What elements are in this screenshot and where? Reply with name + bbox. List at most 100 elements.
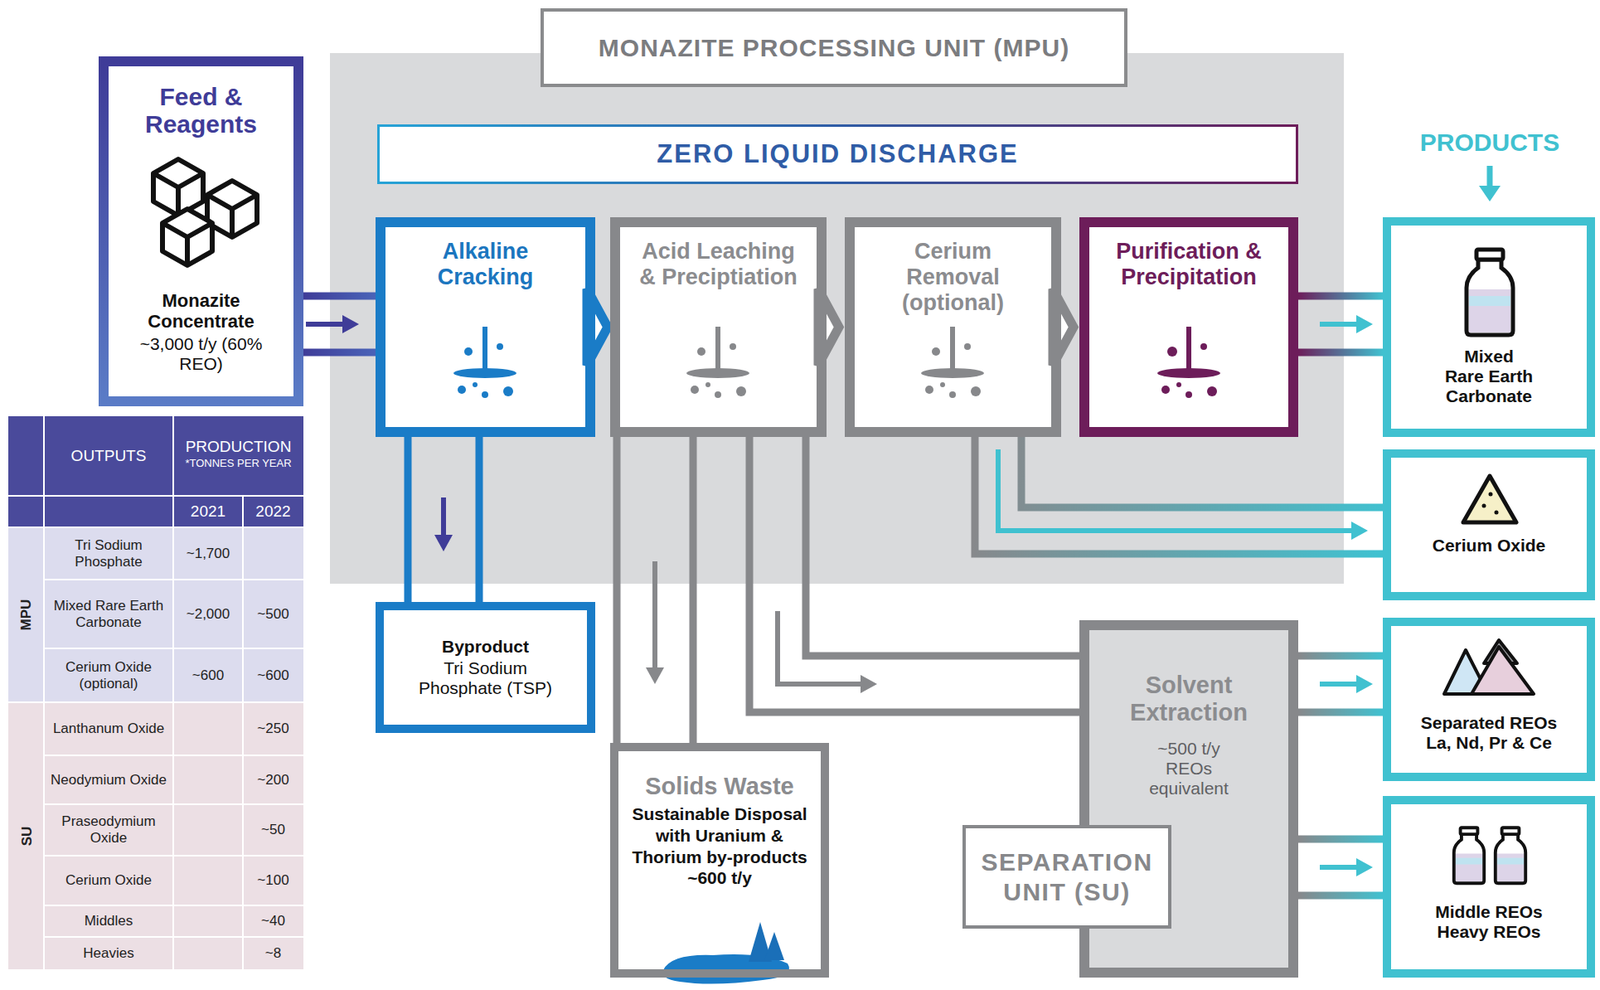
- table-cell: ~600: [173, 648, 243, 703]
- flow-line: [998, 449, 1357, 531]
- products-arrow: [1478, 165, 1501, 202]
- product-box: Cerium Oxide: [1382, 449, 1596, 601]
- flow-pipe: [1298, 838, 1383, 896]
- pipe-wall: [1298, 835, 1383, 844]
- bottle-icon: [1466, 249, 1513, 335]
- cubes-icon: [153, 159, 204, 216]
- table-cell: ~500: [242, 579, 304, 649]
- pipe-wall: [689, 436, 698, 743]
- dispense-icon: [949, 391, 956, 398]
- table-cell: ~8: [242, 936, 304, 970]
- bottles-icon: [1454, 833, 1484, 883]
- dispense-icon: [925, 385, 934, 394]
- dispense-icon: [472, 382, 478, 388]
- product-box: Separated REOs La, Nd, Pr & Ce: [1382, 617, 1596, 781]
- dispense-icon: [503, 386, 514, 397]
- dispense-icon: [453, 368, 517, 379]
- cubes-icon: [153, 159, 257, 266]
- dispense-icon: [705, 382, 711, 388]
- dispense-icon: [1186, 326, 1192, 370]
- table-header: OUTPUTS: [43, 416, 174, 496]
- bottles-icon: [1455, 858, 1484, 865]
- products-arrow: [1478, 185, 1501, 202]
- table-cell: Cerium Oxide: [43, 855, 174, 906]
- bottles-icon: [1454, 827, 1526, 883]
- landscape-icon: [764, 931, 785, 960]
- dispense-icon: [1157, 368, 1221, 379]
- box-fill: [375, 217, 596, 437]
- pipe-wall: [303, 349, 376, 357]
- powder-icon: [1494, 510, 1499, 515]
- process-box: Acid Leaching & Preciptiation: [610, 217, 827, 437]
- arrow-head: [1356, 674, 1373, 694]
- table-grid: [8, 494, 304, 497]
- box-heading: Middle REOs Heavy REOs: [1426, 901, 1552, 942]
- feed-box: Feed & ReagentsMonazite Concentrate~3,00…: [98, 56, 304, 407]
- table-grid: [43, 904, 304, 907]
- flow-line: [441, 497, 447, 540]
- box-text: ~3,000 t/y (60% REO): [130, 334, 272, 374]
- bottle-icon: [1469, 295, 1511, 306]
- table-cell: Lanthanum Oxide: [43, 702, 174, 756]
- dispense-icon: [453, 326, 517, 398]
- table-cell: ~200: [242, 755, 304, 805]
- table-grid: [43, 803, 304, 805]
- dispense-icon: [715, 326, 721, 370]
- bottles-icon: [1455, 853, 1484, 883]
- bottles-icon: [1460, 827, 1479, 834]
- box-heading: Purification & Precipitation: [1089, 238, 1289, 291]
- dispense-icon: [921, 368, 985, 379]
- flow-line: [1319, 681, 1362, 687]
- arrow-head: [342, 315, 359, 334]
- table-cell: ~50: [242, 804, 304, 856]
- pipe-wall: [1298, 652, 1383, 660]
- dispense-icon: [729, 343, 737, 350]
- dispense-icon: [1200, 343, 1208, 350]
- box-fill: [610, 217, 827, 437]
- box-heading: Byproduct: [441, 636, 529, 657]
- table-grid: [8, 702, 304, 970]
- bottles-icon: [1502, 827, 1520, 834]
- table-cell: ~2,000: [173, 579, 243, 649]
- box-text: ~500 t/y REOs equivalent: [1143, 738, 1235, 799]
- powder-icon: [1482, 504, 1487, 509]
- table-grid: [8, 701, 304, 704]
- arrow-head: [860, 674, 878, 694]
- flow-line: [1319, 321, 1362, 327]
- box-heading: Mixed Rare Earth Carbonate: [1443, 346, 1535, 407]
- pipe-wall: [1298, 708, 1383, 717]
- dispense-icon: [496, 343, 504, 350]
- dispense-icon: [921, 326, 985, 398]
- box-fill: [375, 217, 1299, 437]
- cubes-icon: [162, 208, 213, 266]
- group-label: SU: [8, 702, 44, 970]
- box-heading: Cerium Removal (optional): [870, 238, 1037, 316]
- dispense-icon: [940, 382, 946, 388]
- table-grid: [43, 754, 304, 757]
- bottles-icon: [1495, 833, 1526, 883]
- dispense-icon: [697, 347, 706, 356]
- unit-label-box: SEPARATION UNIT (SU): [962, 824, 1172, 929]
- pipe-wall: [1021, 436, 1383, 508]
- box-heading: Alkaline Cracking: [402, 238, 569, 291]
- powder-piles-icon: [1471, 646, 1534, 694]
- pipe-wall: [404, 436, 413, 602]
- products-arrow: [1487, 165, 1494, 190]
- table-cell: Heavies: [43, 936, 174, 970]
- dispense-icon: [457, 385, 466, 394]
- flow-pipe: [407, 436, 480, 602]
- waste-box: Solids WasteSustainable Disposal with Ur…: [610, 742, 830, 978]
- arrow-head: [1356, 858, 1373, 877]
- box-heading: Cerium Oxide: [1432, 535, 1547, 556]
- table-header: PRODUCTION: [173, 416, 304, 458]
- table-grid: [8, 527, 304, 703]
- table-header: 2022: [242, 495, 304, 528]
- flow-line: [777, 610, 866, 684]
- box-text: Tri Sodium Phosphate (TSP): [402, 658, 569, 699]
- pipe-wall: [1298, 292, 1383, 301]
- table-grid: [43, 416, 45, 970]
- pipe-wall: [1298, 349, 1383, 357]
- flow-line: [305, 321, 348, 327]
- flow-line: [652, 561, 658, 673]
- box-heading: SEPARATION UNIT (SU): [969, 847, 1165, 907]
